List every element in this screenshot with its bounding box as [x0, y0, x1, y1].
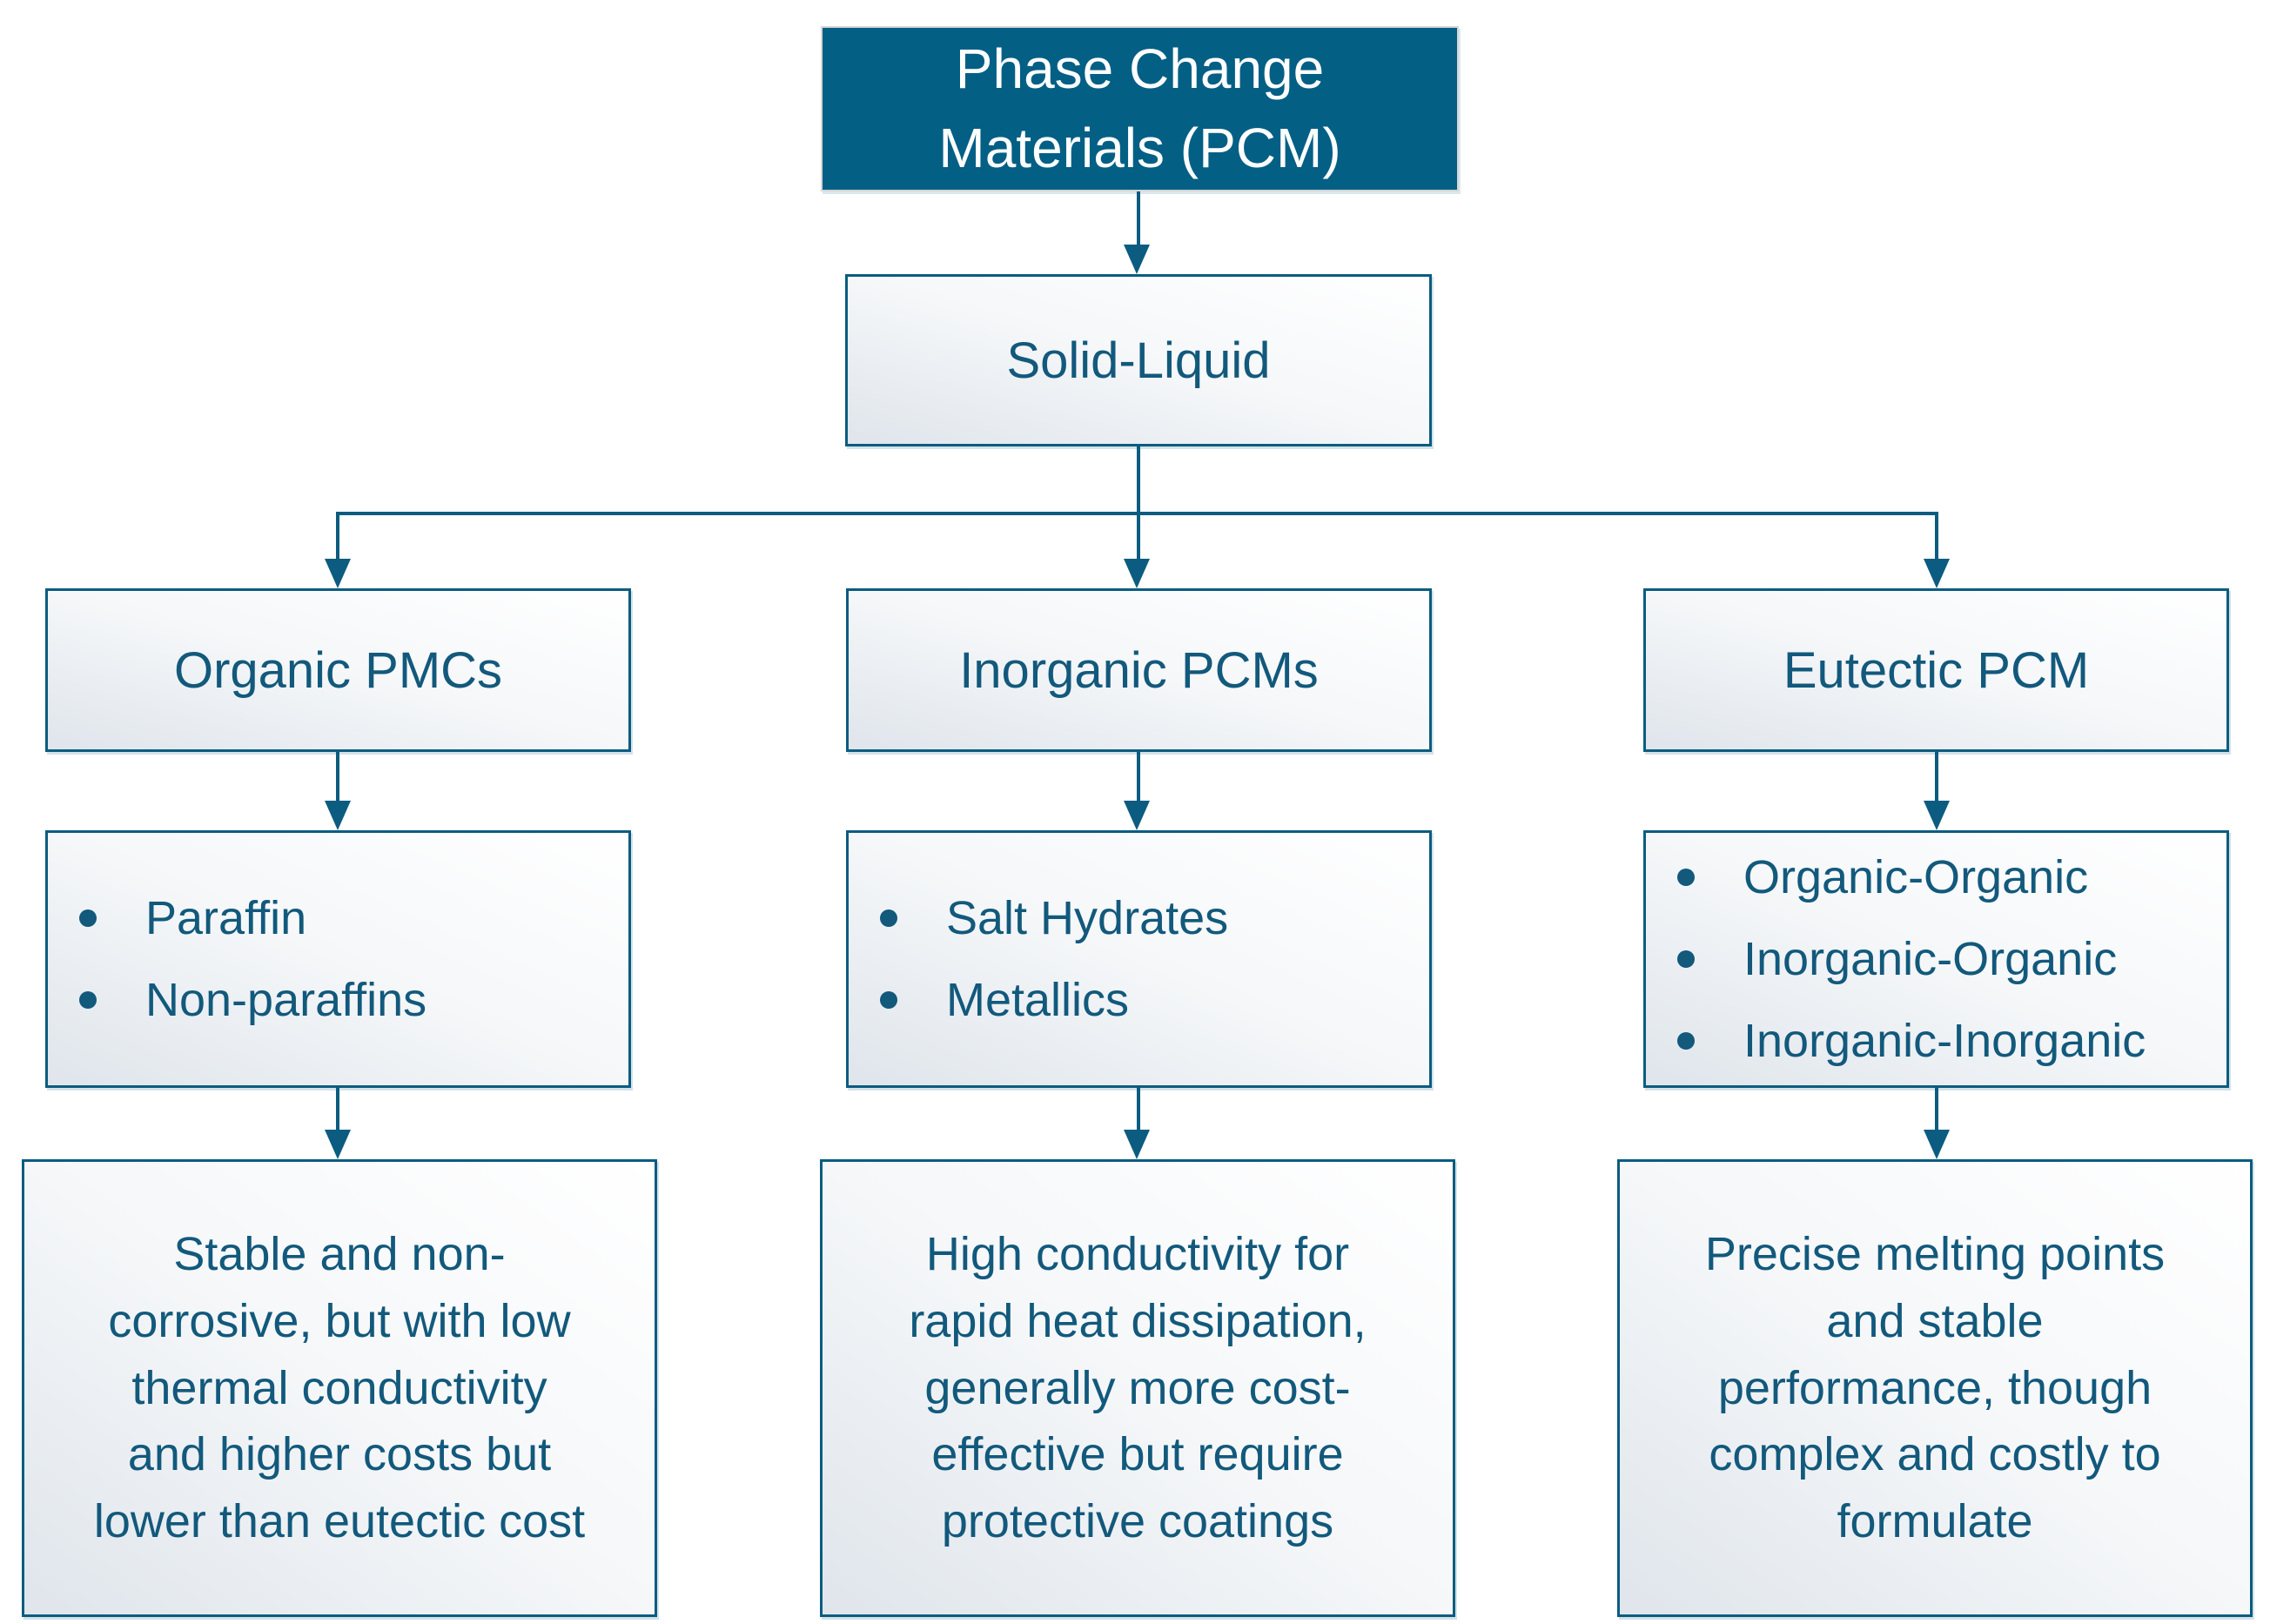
- connector-inorganic-to-list-line: [1137, 752, 1140, 802]
- list-item-label: Paraffin: [145, 892, 307, 944]
- down-arrowhead-icon: [1924, 801, 1950, 830]
- connector-drop-right-line: [1935, 513, 1938, 560]
- list-item-label: Metallics: [946, 974, 1130, 1026]
- list-eutectic-types: Organic-Organic Inorganic-Organic Inorga…: [1643, 830, 2229, 1088]
- list-item: Paraffin: [48, 891, 613, 945]
- bullet-dot-icon: [1677, 869, 1695, 886]
- down-arrowhead-icon: [1924, 559, 1950, 588]
- desc-organic-pmcs: Stable and non- corrosive, but with low …: [22, 1159, 657, 1617]
- bullet-dot-icon: [880, 991, 897, 1009]
- down-arrowhead-icon: [1924, 1130, 1950, 1159]
- down-arrowhead-icon: [1124, 245, 1150, 274]
- node-organic-pmcs: Organic PMCs: [45, 588, 631, 752]
- down-arrowhead-icon: [325, 801, 351, 830]
- down-arrowhead-icon: [1124, 559, 1150, 588]
- list-item: Salt Hydrates: [849, 891, 1414, 945]
- connector-root-to-solid-line: [1137, 191, 1140, 245]
- connector-inorganic-to-desc-line: [1137, 1088, 1140, 1131]
- list-item: Organic-Organic: [1646, 850, 2211, 904]
- desc-eutectic-pcm: Precise melting points and stable perfor…: [1617, 1159, 2253, 1617]
- connector-eutectic-to-list-line: [1935, 752, 1938, 802]
- root-node-pcm: Phase Change Materials (PCM): [821, 26, 1459, 191]
- bullet-dot-icon: [880, 909, 897, 927]
- connector-organic-to-list-line: [336, 752, 339, 802]
- bullet-dot-icon: [79, 909, 97, 927]
- bullet-dot-icon: [1677, 1032, 1695, 1050]
- down-arrowhead-icon: [325, 1130, 351, 1159]
- list-item-label: Inorganic-Inorganic: [1743, 1015, 2146, 1067]
- list-item: Inorganic-Inorganic: [1646, 1014, 2211, 1068]
- down-arrowhead-icon: [325, 559, 351, 588]
- down-arrowhead-icon: [1124, 1130, 1150, 1159]
- list-organic-types: Paraffin Non-paraffins: [45, 830, 631, 1088]
- desc-inorganic-pcms: High conductivity for rapid heat dissipa…: [820, 1159, 1455, 1617]
- list-item-label: Organic-Organic: [1743, 851, 2089, 903]
- list-item-label: Non-paraffins: [145, 974, 427, 1026]
- connector-drop-middle-line: [1137, 513, 1140, 560]
- connector-solid-stub-line: [1137, 446, 1140, 513]
- connector-drop-left-line: [336, 513, 339, 560]
- node-inorganic-pcms: Inorganic PCMs: [846, 588, 1432, 752]
- list-item-label: Inorganic-Organic: [1743, 933, 2118, 985]
- list-item-label: Salt Hydrates: [946, 892, 1229, 944]
- list-item: Inorganic-Organic: [1646, 932, 2211, 986]
- list-item: Non-paraffins: [48, 973, 613, 1027]
- bullet-dot-icon: [1677, 950, 1695, 968]
- list-item: Metallics: [849, 973, 1414, 1027]
- list-inorganic-types: Salt Hydrates Metallics: [846, 830, 1432, 1088]
- node-solid-liquid: Solid-Liquid: [845, 274, 1432, 446]
- node-eutectic-pcm: Eutectic PCM: [1643, 588, 2229, 752]
- connector-eutectic-to-desc-line: [1935, 1088, 1938, 1131]
- connector-organic-to-desc-line: [336, 1088, 339, 1131]
- down-arrowhead-icon: [1124, 801, 1150, 830]
- bullet-dot-icon: [79, 991, 97, 1009]
